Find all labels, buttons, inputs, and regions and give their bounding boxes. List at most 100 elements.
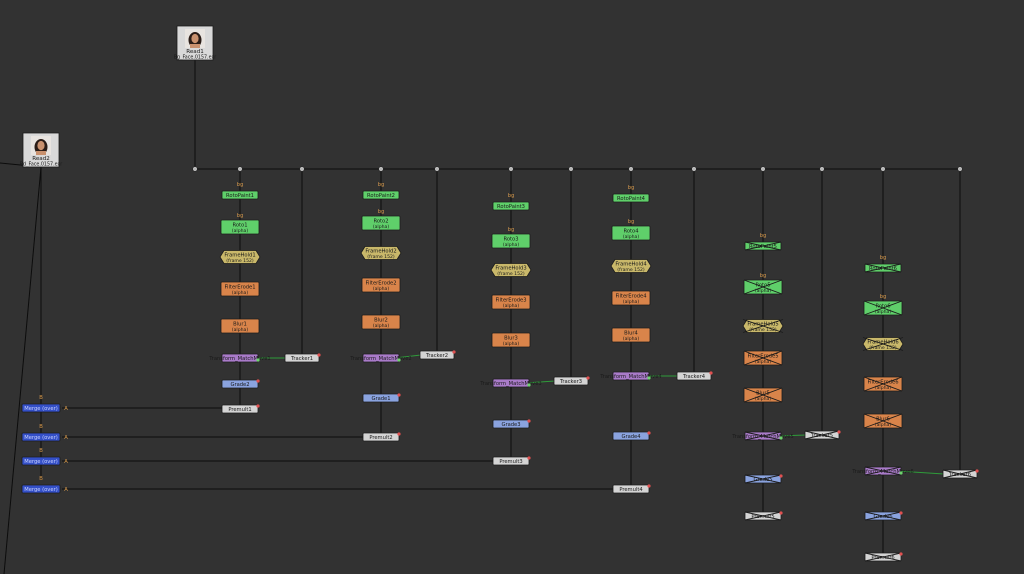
rotopaint-node[interactable]: RotoPaint3: [492, 201, 530, 211]
roto-node[interactable]: Roto3(alpha): [491, 233, 531, 249]
tracker-node[interactable]: Tracker4: [676, 371, 712, 381]
framehold-node[interactable]: FrameHold3(frame 152): [490, 263, 532, 278]
dot-node[interactable]: [378, 166, 384, 172]
premult-indicator: [527, 456, 531, 460]
blur-node[interactable]: Blur2(alpha): [361, 314, 401, 330]
dot-node[interactable]: [628, 166, 634, 172]
roto-node[interactable]: Roto4(alpha): [611, 225, 651, 241]
roto-node[interactable]: Roto6(alpha): [863, 300, 903, 316]
node-label: FrameHold3: [495, 266, 526, 272]
filtererode-node[interactable]: FilterErode2(alpha): [361, 277, 401, 293]
blur-node[interactable]: Blur4(alpha): [611, 327, 651, 343]
node-sublabel: (alpha): [755, 396, 772, 402]
roto-node[interactable]: Roto5(alpha): [743, 279, 783, 295]
rotopaint-node[interactable]: RotoPaint4: [612, 193, 650, 203]
rotopaint-node[interactable]: RotoPaint6: [864, 263, 902, 273]
disabled-cross: [804, 430, 840, 440]
transform-node[interactable]: Transform_MatchMove4: [599, 371, 662, 381]
node-label: Transform_MatchMove2: [349, 356, 411, 362]
dot-node[interactable]: [957, 166, 963, 172]
input-label: bg: [508, 193, 514, 199]
premult-node[interactable]: Premult2: [362, 432, 400, 442]
dot-node[interactable]: [192, 166, 198, 172]
framehold-node[interactable]: FrameHold6(frame 152): [862, 337, 904, 352]
blur-node[interactable]: Blur1(alpha): [220, 318, 260, 334]
node-label: Blur2: [374, 318, 388, 324]
merge-node[interactable]: Merge (over): [21, 456, 61, 466]
tracker-node-shape: [553, 376, 589, 386]
node-label: Transform_MatchMove1: [208, 356, 270, 362]
blur-node[interactable]: Blur5(alpha): [743, 387, 783, 403]
premult-node[interactable]: Premult5: [744, 511, 782, 521]
grade-node[interactable]: Grade3: [492, 419, 530, 429]
premult-node[interactable]: Premult1: [221, 404, 259, 414]
input-label: bg: [508, 227, 514, 233]
disabled-cross: [743, 350, 783, 366]
dot-node[interactable]: [299, 166, 305, 172]
framehold-node[interactable]: FrameHold1(frame 152): [219, 250, 261, 265]
node-label: Premult4: [619, 487, 643, 493]
dot-node[interactable]: [760, 166, 766, 172]
node-label: Roto3: [503, 237, 518, 243]
roto-node[interactable]: Roto1(alpha): [220, 219, 260, 235]
premult-node[interactable]: Premult3: [492, 456, 530, 466]
dot-node[interactable]: [819, 166, 825, 172]
disabled-cross: [863, 300, 903, 316]
rotopaint-node-shape: [221, 190, 259, 200]
grade-node[interactable]: Grade1: [362, 393, 400, 403]
transform-node[interactable]: Transform_MatchMove5: [731, 431, 794, 441]
tracker-node[interactable]: Tracker3: [553, 376, 589, 386]
rotopaint-node[interactable]: RotoPaint5: [744, 241, 782, 251]
node-sublabel: (frame 152): [226, 258, 254, 264]
premult-node[interactable]: Premult4: [612, 484, 650, 494]
node-label: RotoPaint1: [226, 193, 254, 199]
transform-node[interactable]: Transform_MatchMove3: [479, 378, 542, 388]
dot-node[interactable]: [568, 166, 574, 172]
filtererode-node[interactable]: FilterErode3(alpha): [491, 294, 531, 310]
dot-node[interactable]: [434, 166, 440, 172]
filtererode-node[interactable]: FilterErode6(alpha): [863, 376, 903, 392]
grade-node[interactable]: Grade2: [221, 379, 259, 389]
merge-node[interactable]: Merge (over): [21, 484, 61, 494]
premult-node[interactable]: Premult6: [864, 552, 902, 562]
tracker-indicator: [586, 376, 590, 380]
blur-node[interactable]: Blur6(alpha): [863, 413, 903, 429]
grade-node[interactable]: Grade5: [744, 474, 782, 484]
roto-node[interactable]: Roto2(alpha): [361, 215, 401, 231]
framehold-node[interactable]: FrameHold4(frame 152): [610, 259, 652, 274]
transform-node[interactable]: Transform_MatchMove6: [851, 466, 914, 476]
transform-node[interactable]: Transform_MatchMove2: [349, 353, 412, 363]
premult-node-shape: [612, 484, 650, 494]
read-sublabel: Rd_Face.0157.exr: [20, 162, 63, 168]
node-label: Grade1: [371, 396, 390, 402]
node-label: FrameHold2: [365, 249, 396, 255]
grade-node[interactable]: Grade6: [864, 511, 902, 521]
node-sublabel: (alpha): [503, 303, 520, 309]
tracker-node[interactable]: Tracker2: [419, 350, 455, 360]
rotopaint-node[interactable]: RotoPaint2: [362, 190, 400, 200]
grade-node[interactable]: Grade4: [612, 431, 650, 441]
dot-node[interactable]: [880, 166, 886, 172]
merge-node[interactable]: Merge (over): [21, 403, 61, 413]
rotopaint-node[interactable]: RotoPaint1: [221, 190, 259, 200]
filtererode-node[interactable]: FilterErode1(alpha): [220, 281, 260, 297]
dot-node[interactable]: [691, 166, 697, 172]
node-label: Merge (over): [24, 459, 57, 465]
premult-node-shape: [492, 456, 530, 466]
merge-node[interactable]: Merge (over): [21, 432, 61, 442]
framehold-node[interactable]: FrameHold2(frame 152): [360, 246, 402, 261]
tracker-node[interactable]: Tracker6: [942, 469, 978, 479]
filtererode-node[interactable]: FilterErode5(alpha): [743, 350, 783, 366]
tracker-node[interactable]: Tracker5: [804, 430, 840, 440]
dot-node[interactable]: [237, 166, 243, 172]
tracker-node[interactable]: Tracker1: [284, 353, 320, 363]
blur-node[interactable]: Blur3(alpha): [491, 332, 531, 348]
dot-node[interactable]: [508, 166, 514, 172]
transform-node[interactable]: Transform_MatchMove1: [208, 353, 271, 363]
node-sublabel: (alpha): [875, 385, 892, 391]
framehold-node[interactable]: FrameHold5(frame 152): [742, 319, 784, 334]
filtererode-node[interactable]: FilterErode4(alpha): [611, 290, 651, 306]
